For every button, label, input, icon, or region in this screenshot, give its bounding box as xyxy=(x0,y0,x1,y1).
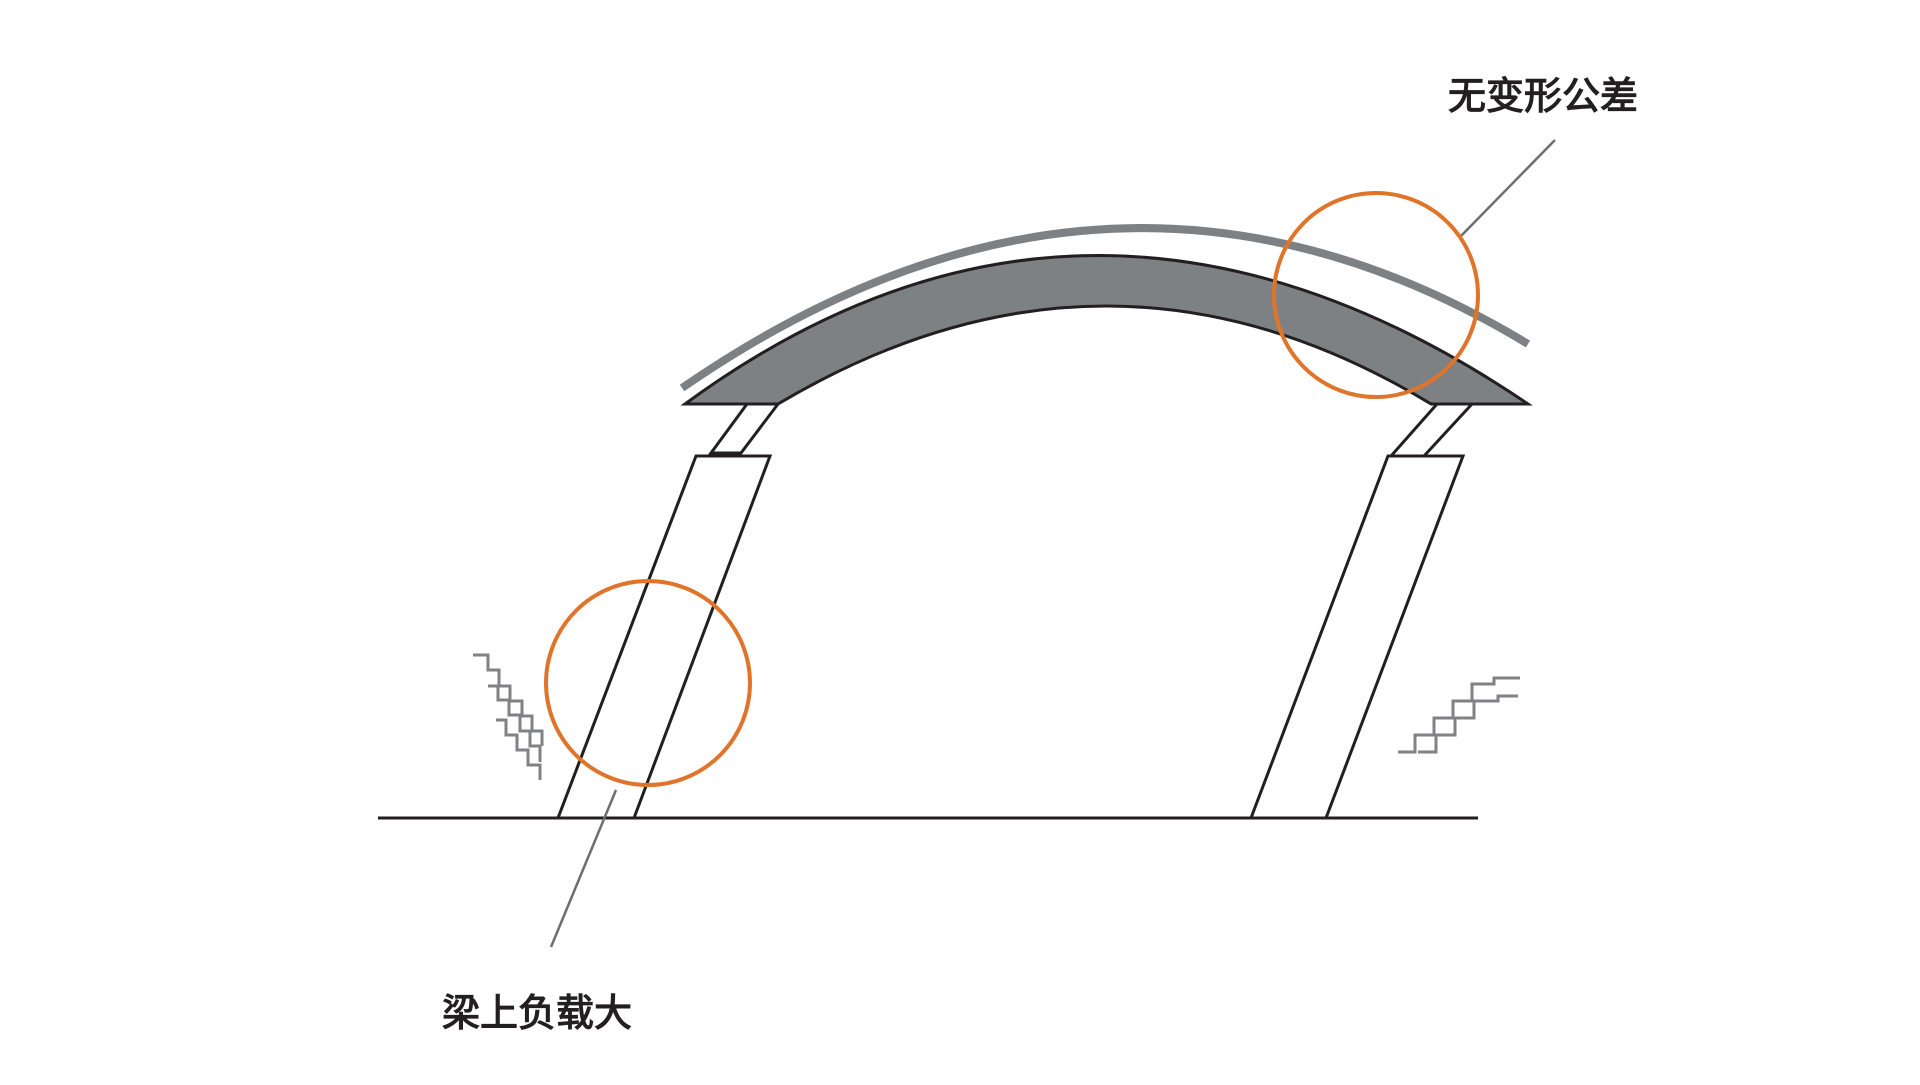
label-no-deformation-tolerance: 无变形公差 xyxy=(1448,74,1639,118)
arch-beam xyxy=(680,254,1533,406)
right-vibration-steps-2 xyxy=(1418,694,1518,754)
left-pillar xyxy=(555,454,773,820)
label-heavy-beam-load: 梁上负载大 xyxy=(442,991,633,1035)
reference-arc xyxy=(679,224,1531,392)
right-connector xyxy=(1387,402,1476,458)
right-pillar xyxy=(1248,454,1466,820)
left-vibration-zigzag-3 xyxy=(496,718,542,780)
right-vibration-steps-1 xyxy=(1398,676,1520,754)
leader-line-top xyxy=(1459,139,1556,238)
left-vibration-zigzag-2 xyxy=(488,684,542,762)
left-connector xyxy=(708,402,782,455)
highlight-circle-arch-end xyxy=(1272,191,1480,399)
highlight-circle-pillar xyxy=(544,579,752,787)
leader-line-bottom xyxy=(549,789,618,948)
